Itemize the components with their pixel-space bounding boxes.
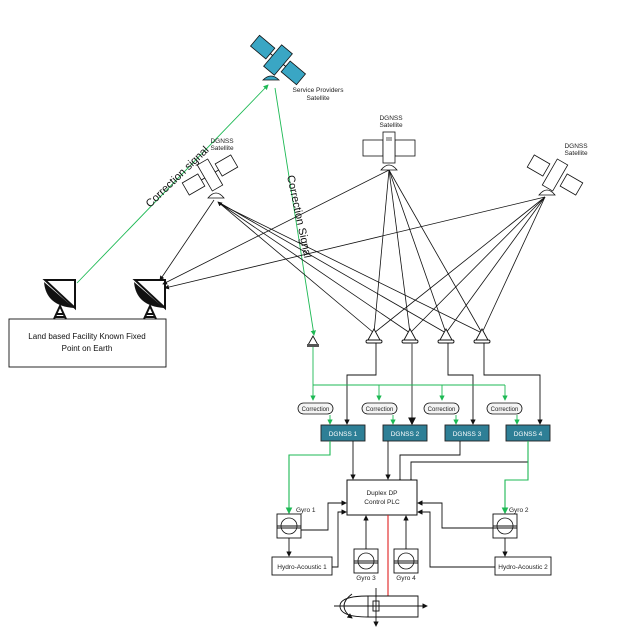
gyro-1-label: Gyro 1 (296, 507, 316, 514)
dgnss-receiver-box: DGNSS 2 (382, 424, 428, 442)
land-facility-label-2: Point on Earth (62, 344, 113, 353)
dgnss-satellite-icon (526, 154, 584, 196)
hydro-acoustic-1-box (271, 556, 333, 576)
gyro-icon (393, 548, 419, 574)
plc-label-2: Control PLC (364, 499, 400, 506)
plc-label-1: Duplex DP (366, 490, 397, 497)
dgnss-satellite-dish-icon (380, 164, 398, 171)
satellite-signal-lines (159, 169, 546, 334)
dgnss-satellite-a-label-2: Satellite (210, 145, 234, 152)
correction-pill: Correction (297, 402, 334, 415)
dgnss-satellite-c-label-2: Satellite (564, 150, 588, 157)
dgnss-receiver-label: DGNSS 3 (453, 431, 482, 438)
hydro-acoustic-2-label: Hydro-Acoustic 2 (498, 564, 548, 571)
hydro-acoustic-2-box (494, 556, 552, 576)
sensor-to-plc-lines (286, 500, 508, 568)
correction-signal-label-left: Correction signal (144, 144, 212, 210)
correction-antenna-icon (307, 335, 319, 347)
dgnss-satellite-dish-icon (207, 192, 225, 199)
service-provider-satellite-icon (249, 34, 307, 86)
land-facility-box (8, 318, 167, 368)
dgnss-receiver-box: DGNSS 3 (444, 424, 490, 442)
gyro-4-label: Gyro 4 (396, 575, 416, 582)
service-satellite-label-2: Satellite (306, 95, 330, 102)
service-satellite-label-1: Service Providers (293, 87, 345, 94)
receiver-to-plc-lines (350, 441, 529, 484)
correction-label: Correction (302, 407, 330, 413)
dgnss-satellite-icon (181, 154, 239, 196)
dgnss-receiver-box: DGNSS 4 (505, 424, 551, 442)
gnss-antenna-icon (365, 328, 491, 344)
correction-signal-lines (76, 84, 316, 336)
gyro-icon (492, 513, 518, 539)
dgnss-satellite-c-label-1: DGNSS (564, 143, 588, 150)
antenna-to-receiver-lines (344, 343, 543, 426)
correction-distribution-lines (310, 347, 520, 425)
correction-pill: Correction (361, 402, 398, 415)
ground-dish-icon (42, 279, 76, 320)
service-satellite-dish-icon (262, 75, 280, 81)
vessel-icon (334, 588, 428, 627)
land-facility-label-1: Land based Facility Known Fixed (28, 332, 145, 341)
dgnss-satellite-icon (362, 131, 416, 164)
gyro-icon (353, 548, 379, 574)
gyro-3-label: Gyro 3 (356, 575, 376, 582)
hydro-acoustic-1-label: Hydro-Acoustic 1 (277, 564, 327, 571)
dgnss-receiver-label: DGNSS 1 (329, 431, 358, 438)
dgnss-satellite-b-label-2: Satellite (379, 122, 403, 129)
dgnss-receiver-label: DGNSS 4 (514, 431, 543, 438)
correction-label: Correction (491, 407, 519, 413)
ground-dish-icon (132, 279, 166, 320)
correction-pill: Correction (486, 402, 523, 415)
duplex-dp-plc-box (346, 479, 418, 516)
correction-pill: Correction (423, 402, 460, 415)
dgnss-satellite-dish-icon (538, 189, 556, 196)
dgnss-receiver-label: DGNSS 2 (391, 431, 420, 438)
gyro-2-label: Gyro 2 (509, 507, 529, 514)
dgnss-satellite-a-label-1: DGNSS (210, 138, 234, 145)
correction-label: Correction (366, 407, 394, 413)
correction-label: Correction (428, 407, 456, 413)
correction-signal-label-right: Correction Signal (284, 174, 313, 259)
dgnss-receiver-box: DGNSS 1 (320, 424, 366, 442)
dgnss-satellite-b-label-1: DGNSS (379, 115, 403, 122)
dgnss-to-gyro-lines (285, 441, 529, 515)
gyro-icon (276, 513, 302, 539)
